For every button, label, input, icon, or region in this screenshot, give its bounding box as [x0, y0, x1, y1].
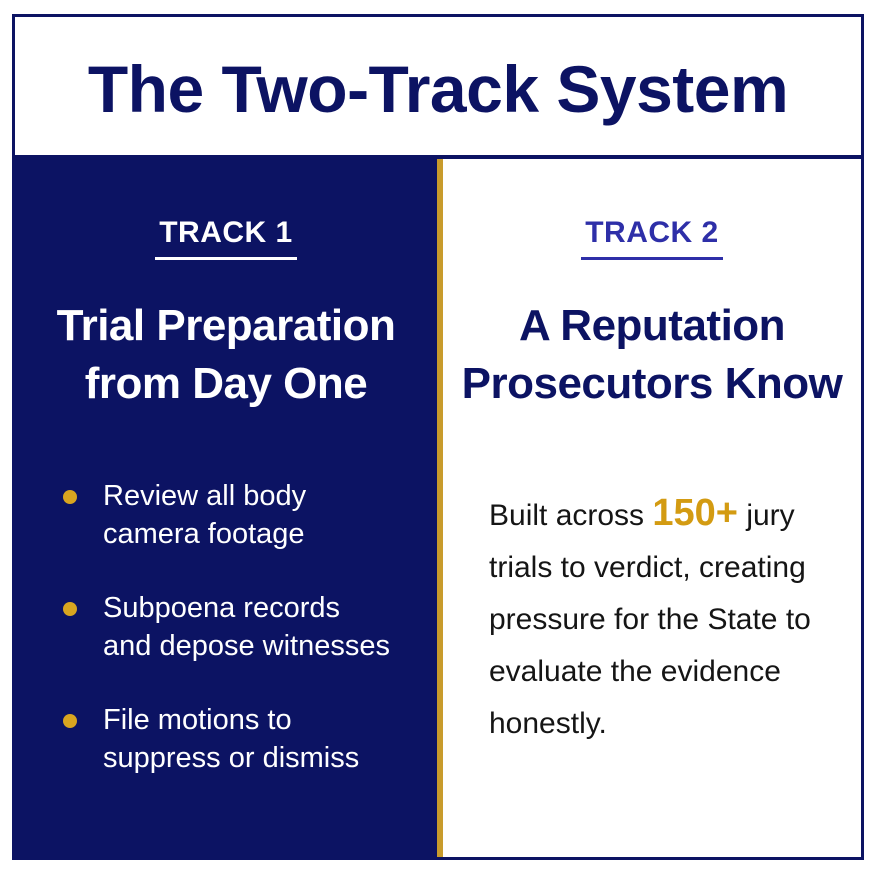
track-2-body-text: Built across 150+ jury trials to verdict…	[489, 487, 839, 750]
track-2-heading-line-2: Prosecutors Know	[461, 359, 843, 408]
bullet-item: Review all body camera footage	[63, 477, 433, 553]
bullet-item: File motions to suppress or dismiss	[63, 701, 433, 777]
track-1-heading-line-2: from Day One	[84, 359, 368, 408]
bullet-item: Subpoena records and depose witnesses	[63, 589, 433, 665]
body-text-rest: jury trials to verdict, creating pressur…	[489, 499, 811, 740]
track-2-label: TRACK 2	[443, 215, 861, 260]
bullet-dot-icon	[63, 490, 77, 504]
bullet-dot-icon	[63, 714, 77, 728]
trial-count-highlight: 150+	[652, 492, 738, 534]
gold-divider	[437, 159, 443, 857]
body-text-intro: Built across	[489, 499, 653, 532]
track-1-label: TRACK 1	[15, 215, 437, 260]
bullet-text-line-2: and depose witnesses	[103, 630, 390, 662]
bullet-text-line-2: suppress or dismiss	[103, 742, 360, 774]
bullet-text-line-1: Review all body	[103, 480, 307, 512]
track-2-heading-line-1: A Reputation	[518, 301, 786, 350]
track-1-label-text: TRACK 1	[155, 215, 297, 260]
track-2-panel: TRACK 2 A Reputation Prosecutors Know Bu…	[443, 159, 861, 857]
header: The Two-Track System	[15, 17, 861, 159]
bullet-text-line-1: File motions to	[103, 704, 292, 736]
bullet-text-line-1: Subpoena records	[103, 592, 340, 624]
bullet-text-line-2: camera footage	[103, 518, 305, 550]
track-1-heading-line-1: Trial Preparation	[56, 301, 396, 350]
track-1-bullet-list: Review all body camera footage Subpoena …	[63, 477, 433, 813]
page-title: The Two-Track System	[87, 52, 789, 126]
track-1-panel: TRACK 1 Trial Preparation from Day One R…	[15, 159, 437, 857]
track-2-heading: A Reputation Prosecutors Know	[443, 297, 861, 413]
track-2-label-text: TRACK 2	[581, 215, 723, 260]
track-1-heading: Trial Preparation from Day One	[15, 297, 437, 413]
bullet-dot-icon	[63, 602, 77, 616]
infographic-frame: The Two-Track System TRACK 1 Trial Prepa…	[12, 14, 864, 860]
